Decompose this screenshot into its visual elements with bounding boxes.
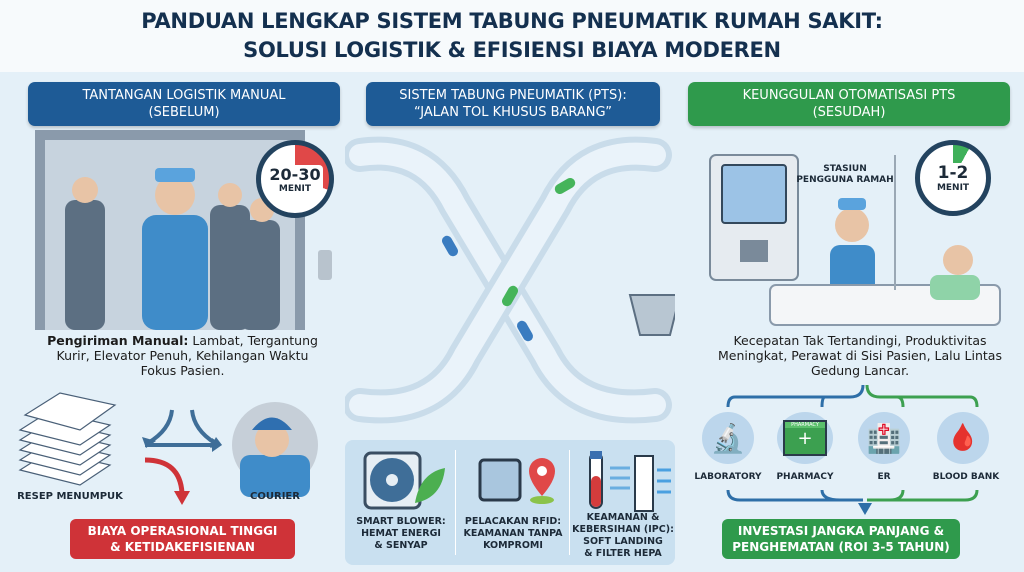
feature-line: PELACAKAN RFID: (464, 516, 562, 527)
after-result-line1: INVESTASI JANGKA PANJANG & (737, 524, 945, 538)
title-bar (0, 0, 1024, 72)
header-after: KEUNGGULAN OTOMATISASI PTS (SESUDAH) (688, 82, 1010, 126)
clock-after-unit: MENIT (936, 183, 970, 193)
pneumatic-tube-pipes-illustration (345, 136, 675, 424)
station-label-line2: PENGGUNA RAMAH (796, 175, 894, 185)
feature-line: SOFT LANDING (583, 536, 663, 547)
papers-label: RESEP MENUMPUK (17, 491, 123, 502)
header-pts-line2: “JALAN TOL KHUSUS BARANG” (413, 105, 613, 120)
clock-after: 1-2 MENIT (915, 140, 991, 216)
before-description-text: Lambat, Tergantung Kurir, Elevator Penuh… (56, 333, 318, 378)
feature-smart-blower: SMART BLOWER:HEMAT ENERGI& SENYAP (348, 516, 454, 552)
chip-location-icon (478, 458, 555, 504)
hospital-icon: 🏥 (858, 412, 910, 464)
courier-label: COURIER (250, 491, 300, 502)
tube-filter-icon (589, 451, 671, 512)
clock-before-unit: MENIT (278, 183, 312, 194)
header-pts: SISTEM TABUNG PNEUMATIK (PTS): “JALAN TO… (366, 82, 660, 126)
feature-line: & SENYAP (374, 540, 428, 551)
page-title-line2: SOLUSI LOGISTIK & EFISIENSI BIAYA MODERE… (243, 38, 781, 62)
before-result-line1: BIAYA OPERASIONAL TINGGI (87, 524, 278, 538)
page-title-line1: PANDUAN LENGKAP SISTEM TABUNG PNEUMATIK … (141, 9, 883, 33)
feature-ipc: KEAMANAN &KEBERSIHAN (IPC):SOFT LANDING&… (570, 512, 676, 560)
department-flow-arrows (726, 385, 979, 515)
before-result-line2: & KETIDAKEFISIENAN (110, 540, 255, 554)
header-before-line1: TANTANGAN LOGISTIK MANUAL (82, 88, 286, 103)
header-pts-line1: SISTEM TABUNG PNEUMATIK (PTS): (399, 88, 627, 103)
before-description-bold: Pengiriman Manual: (47, 333, 189, 348)
header-after-line1: KEUNGGULAN OTOMATISASI PTS (742, 88, 956, 103)
feature-line: KEAMANAN & (586, 512, 660, 523)
header-before-line2: (SEBELUM) (148, 105, 220, 120)
after-description: Kecepatan Tak Tertandingi, Produktivitas… (718, 333, 1002, 378)
station-label-line1: STASIUN (823, 164, 867, 174)
feature-line: KOMPROMI (483, 540, 543, 551)
feature-line: & FILTER HEPA (584, 548, 662, 559)
microscope-icon: 🔬 (702, 412, 754, 464)
feature-line: SMART BLOWER: (356, 516, 446, 527)
header-after-line2: (SESUDAH) (812, 105, 886, 120)
before-result-box: BIAYA OPERASIONAL TINGGI & KETIDAKEFISIE… (70, 519, 295, 559)
tired-courier-icon (232, 402, 318, 497)
department-blood-bank: BLOOD BANK (932, 472, 1000, 482)
department-laboratory: LABORATORY (694, 472, 762, 482)
after-result-box: INVESTASI JANGKA PANJANG & PENGHEMATAN (… (722, 519, 960, 559)
after-result-line2: PENGHEMATAN (ROI 3-5 TAHUN) (732, 540, 950, 554)
pharmacy-icon: PHARMACY + (777, 412, 833, 464)
clock-before: 20-30 MENIT (256, 140, 334, 218)
blood-bank-icon: 🩸 (937, 412, 989, 464)
paper-stack-icon (18, 392, 117, 486)
before-flow (18, 392, 318, 505)
clock-before-time: 20-30 (269, 164, 321, 184)
clock-after-time: 1-2 (937, 163, 969, 183)
before-description: Pengiriman Manual: Lambat, Tergantung Ku… (40, 333, 325, 378)
nurse-patient-station-illustration (709, 154, 1001, 326)
feature-line: HEMAT ENERGI (361, 528, 441, 539)
capsule-icon (442, 178, 576, 342)
department-er: ER (877, 472, 891, 482)
feature-line: KEBERSIHAN (IPC): (572, 524, 674, 535)
header-before: TANTANGAN LOGISTIK MANUAL (SEBELUM) (28, 82, 340, 126)
fan-leaf-icon (363, 451, 445, 510)
department-pharmacy: PHARMACY (776, 472, 834, 482)
pharmacy-sign: PHARMACY (785, 422, 825, 428)
feature-line: KEAMANAN TANPA (463, 528, 563, 539)
